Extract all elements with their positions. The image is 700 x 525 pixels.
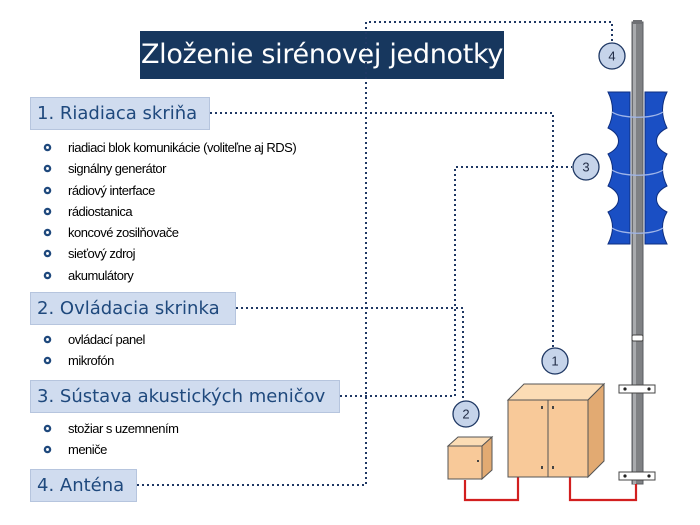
leader-line-3 — [340, 166, 572, 397]
section-3-sustava-akustickych-menicov: 3. Sústava akustických meničov — [30, 380, 340, 413]
callout-1-label: 1 — [551, 354, 558, 369]
mast-clamp — [631, 334, 644, 342]
list-item: mikrofón — [43, 350, 145, 371]
bullet-icon — [43, 446, 52, 454]
siren-horns — [607, 91, 668, 245]
list-item: riadiaci blok komunikácie (voliteľne aj … — [43, 137, 297, 158]
leader-line-4 — [137, 21, 613, 486]
section-4-antena: 4. Anténa — [30, 469, 137, 502]
list-item: akumulátory — [43, 265, 296, 286]
callout-3: 3 — [572, 153, 600, 181]
bullet-icon — [43, 165, 52, 173]
siren-horn-right — [644, 91, 668, 245]
leader-line-2 — [236, 307, 464, 400]
mast-clamp — [618, 384, 656, 394]
section-1-riadiaca-skrina: 1. Riadiaca skriňa — [30, 97, 210, 130]
bullet-icon — [43, 357, 52, 365]
wire-boxes — [463, 477, 520, 502]
callout-1: 1 — [541, 347, 569, 375]
mast-clamp — [618, 471, 656, 481]
diagram-title: Zloženie sirénovej jednotky — [140, 31, 504, 79]
bullet-icon — [43, 424, 52, 433]
list-item: koncové zosilňovače — [43, 222, 296, 243]
operator-box — [446, 435, 494, 481]
callout-2-label: 2 — [462, 407, 469, 422]
leader-lines — [137, 21, 613, 486]
list-item: meniče — [43, 439, 178, 460]
bullet-icon — [43, 207, 52, 216]
bullet-icon — [43, 335, 52, 344]
control-cabinet — [506, 382, 606, 479]
bullet-icon — [43, 228, 52, 237]
callout-4-label: 4 — [608, 49, 615, 64]
list-item: rádiostanica — [43, 201, 296, 222]
callout-2: 2 — [452, 400, 480, 428]
section-2-list: ovládací panel mikrofón — [43, 329, 145, 372]
list-item: ovládací panel — [43, 329, 145, 350]
callout-3-label: 3 — [582, 160, 589, 175]
bullet-icon — [43, 271, 52, 280]
mast — [618, 20, 656, 485]
bullet-icon — [43, 250, 52, 258]
bullet-icon — [43, 143, 52, 152]
list-item: stožiar s uzemnením — [43, 418, 179, 439]
callout-4: 4 — [598, 42, 626, 70]
list-item: sieťový zdroj — [43, 243, 296, 264]
wiring — [463, 477, 638, 502]
list-item: signálny generátor — [43, 158, 296, 179]
list-item: rádiový interface — [43, 180, 296, 201]
section-2-ovladacia-skrinka: 2. Ovládacia skrinka — [30, 292, 236, 325]
section-1-list: riadiaci blok komunikácie (voliteľne aj … — [43, 137, 297, 286]
siren-horn-left — [607, 91, 631, 245]
wire-cabinet-to-mast — [568, 477, 638, 502]
section-3-list: stožiar s uzemnením meniče — [43, 418, 179, 461]
mast-top-cap — [633, 20, 642, 24]
leader-line-1 — [210, 112, 554, 347]
bullet-icon — [43, 186, 52, 194]
